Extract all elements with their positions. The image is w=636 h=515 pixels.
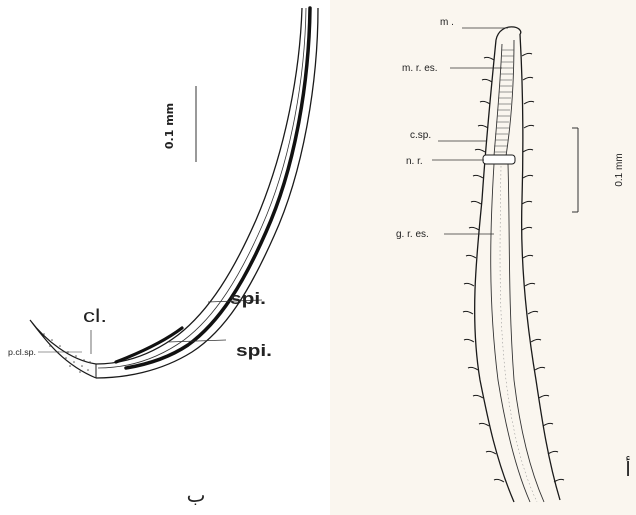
label-spi-lower: spi.	[236, 341, 272, 360]
male-tail-drawing	[30, 8, 318, 378]
label-pclsp: p.cl.sp.	[8, 348, 36, 357]
nerve-ring	[483, 155, 515, 164]
spicule-line	[126, 8, 310, 368]
label-m: m .	[440, 17, 454, 28]
panel-letter-left: ب	[187, 483, 206, 507]
label-mres: m. r. es.	[402, 63, 438, 74]
left-scale-label: 0.1 mm	[163, 103, 176, 149]
panel-letter-right: أ	[625, 456, 631, 481]
label-gres: g. r. es.	[396, 229, 429, 240]
right-panel-background	[330, 0, 636, 515]
label-cl: cl.	[83, 306, 107, 326]
right-scale-label: 0.1 mm	[614, 153, 625, 186]
label-spi-upper: spi.	[230, 289, 266, 308]
label-nr: n. r.	[406, 156, 423, 167]
spicule-short	[116, 328, 182, 362]
label-csp: c.sp.	[410, 130, 431, 141]
